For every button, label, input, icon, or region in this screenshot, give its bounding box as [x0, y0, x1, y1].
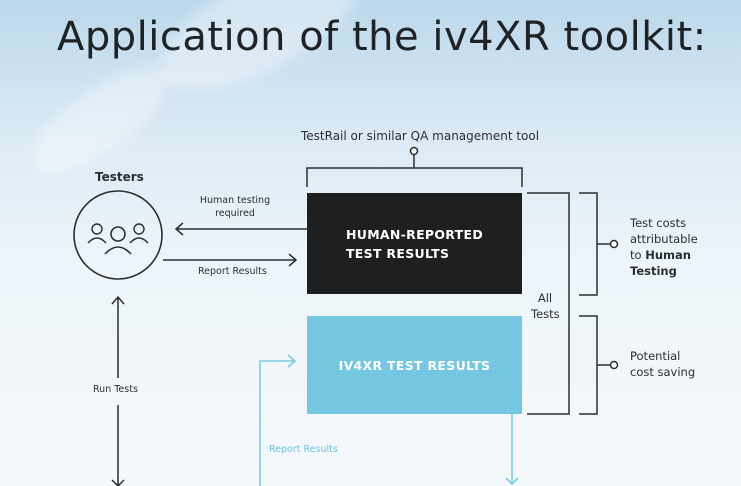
run-tests-label: Run Tests: [93, 384, 138, 395]
all-tests-bracket: [527, 192, 570, 415]
human-cost-prefix: Test costs attributable to: [630, 216, 698, 262]
human-cost-bracket: [579, 192, 598, 296]
saving-label: Potential cost saving: [630, 349, 696, 379]
human-testing-label: Human testing required: [199, 195, 271, 219]
saving-node: [609, 360, 619, 370]
report-results-label: Report Results: [198, 266, 267, 277]
blue-down-arrow: [505, 414, 519, 486]
qa-tool-node: [409, 146, 419, 156]
human-cost-bold: Human Testing: [630, 248, 691, 278]
testers-heading: Testers: [95, 170, 144, 184]
human-cost-node: [609, 239, 619, 249]
iv4xr-results-box: IV4XR TEST RESULTS: [307, 316, 522, 414]
human-cost-label: Test costs attributable to Human Testing: [630, 215, 698, 279]
human-testing-arrow: [174, 222, 307, 236]
human-reported-box: HUMAN-REPORTED TEST RESULTS: [307, 193, 522, 294]
blue-report-results-label: Report Results: [269, 444, 338, 455]
testers-icon: [73, 190, 163, 280]
iv4xr-results-box-label: IV4XR TEST RESULTS: [338, 357, 491, 373]
report-results-arrow: [163, 253, 298, 267]
qa-tool-label: TestRail or similar QA management tool: [301, 129, 540, 143]
page-title: Application of the iv4XR toolkit:: [57, 14, 707, 60]
saving-bracket: [579, 315, 598, 415]
qa-tool-bracket: [306, 167, 523, 187]
human-reported-box-label: HUMAN-REPORTED TEST RESULTS: [345, 226, 484, 261]
run-tests-arrow: [111, 295, 125, 486]
blue-report-results-arrow: [259, 354, 297, 486]
all-tests-label: All Tests: [531, 290, 560, 322]
